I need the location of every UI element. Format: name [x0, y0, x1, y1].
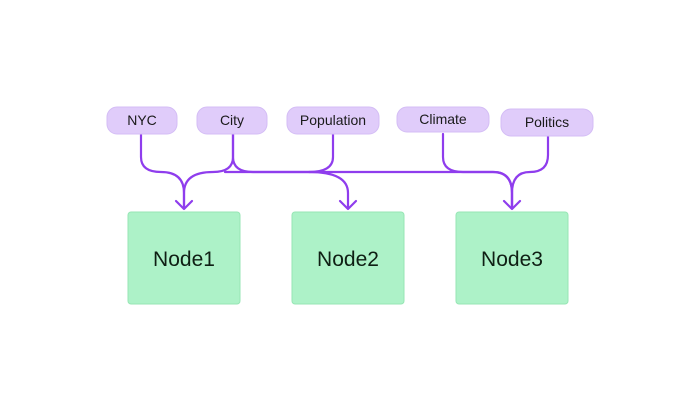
node-node3[interactable]: Node3: [455, 211, 569, 305]
edge-nyc-node1: [139, 132, 186, 210]
tag-climate[interactable]: Climate: [396, 106, 490, 133]
edges: [139, 132, 550, 211]
tag-population-box: [286, 106, 380, 135]
edge-population-node2: [223, 132, 335, 174]
tag-city-label: City: [220, 112, 244, 128]
node2-label: Node2: [317, 248, 379, 271]
node1-box: [127, 211, 241, 305]
node1-label: Node1: [153, 248, 215, 271]
tag-city[interactable]: City: [196, 106, 268, 135]
tag-climate-box: [396, 106, 490, 133]
node-node2[interactable]: Node2: [291, 211, 405, 305]
arrowhead-node2: [338, 199, 358, 211]
edge-city-node1: [182, 132, 235, 210]
node3-box: [455, 211, 569, 305]
node3-label: Node3: [481, 248, 543, 271]
tag-city-box: [196, 106, 268, 135]
node2-box: [291, 211, 405, 305]
tag-nyc[interactable]: NYC: [106, 106, 178, 135]
arrowhead-node1: [174, 199, 194, 211]
tag-population[interactable]: Population: [286, 106, 380, 135]
tag-nyc-label: NYC: [127, 112, 157, 128]
arrowhead-node3: [502, 199, 522, 211]
tag-climate-label: Climate: [419, 111, 467, 127]
tag-nyc-box: [106, 106, 178, 135]
node-node1[interactable]: Node1: [127, 211, 241, 305]
tag-politics-box: [500, 108, 594, 137]
edge-climate-node3: [441, 132, 514, 210]
tag-politics[interactable]: Politics: [500, 108, 594, 137]
edge-politics-node3: [510, 134, 550, 210]
tag-politics-label: Politics: [525, 114, 569, 130]
tag-population-label: Population: [300, 112, 366, 128]
